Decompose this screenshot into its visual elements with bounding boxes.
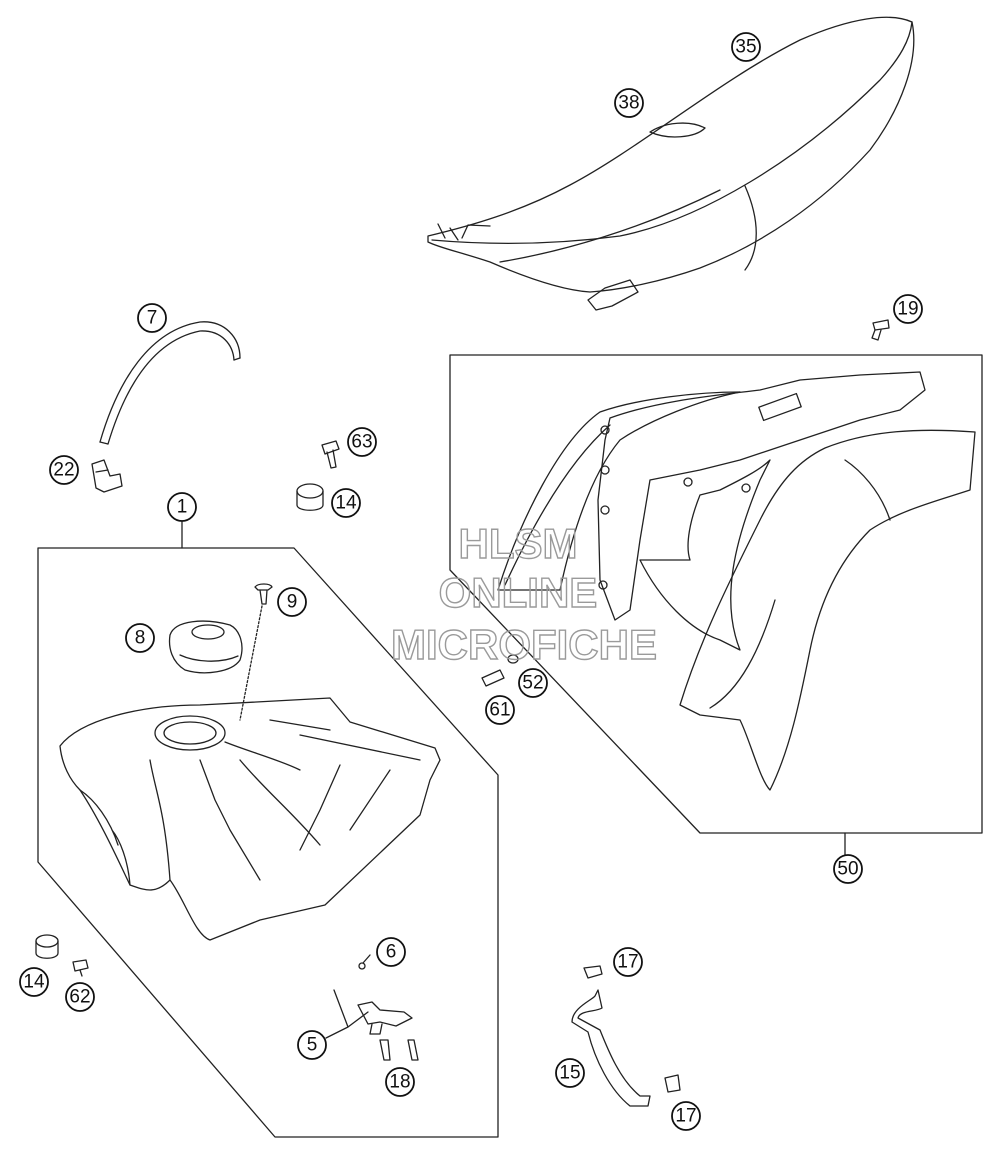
- fuel-tap-drawing: [325, 954, 419, 1061]
- callout-18: 18: [389, 1072, 410, 1093]
- bolt-62-drawing: [72, 959, 89, 977]
- callout-1: 1: [177, 497, 188, 518]
- watermark-line-1: HLSM: [459, 520, 578, 567]
- callout-9: 9: [287, 592, 298, 613]
- callout-52: 52: [522, 673, 543, 694]
- callout-22: 22: [53, 460, 74, 481]
- callout-14-lower: 14: [23, 972, 45, 993]
- bolt-19-drawing: [871, 319, 890, 341]
- callout-6: 6: [386, 942, 397, 963]
- fuel-tank-group-frame: [37, 547, 499, 1138]
- callout-19: 19: [897, 299, 918, 320]
- callout-17-upper: 17: [617, 952, 638, 973]
- callout-38: 38: [618, 93, 639, 114]
- callout-15: 15: [559, 1063, 580, 1084]
- rubber-bushing-lower-drawing: [35, 934, 59, 959]
- watermark: HLSM ONLINE MICROFICHE: [390, 519, 657, 668]
- callout-63: 63: [351, 432, 372, 453]
- callout-8: 8: [135, 628, 146, 649]
- watermark-line-3: MICROFICHE: [391, 621, 657, 668]
- hose-fitting-drawing: [91, 459, 123, 493]
- callout-17-lower: 17: [675, 1106, 696, 1127]
- vent-hose-drawing: [99, 321, 241, 445]
- callout-61: 61: [489, 700, 510, 721]
- callout-14-upper: 14: [335, 493, 357, 514]
- washer-52-drawing: [507, 654, 519, 664]
- callout-5: 5: [307, 1035, 318, 1056]
- shroud-group-frame: [449, 354, 983, 834]
- breather-valve-drawing: [239, 583, 273, 721]
- fuel-tank-drawing: [59, 697, 441, 941]
- bolt-61-drawing: [481, 669, 505, 687]
- rubber-bushing-upper-drawing: [296, 483, 324, 511]
- fuel-line-drawing: [571, 965, 681, 1107]
- fuel-cap-drawing: [168, 620, 243, 674]
- watermark-line-2: ONLINE: [439, 569, 598, 616]
- callout-35: 35: [735, 37, 756, 58]
- callout-62: 62: [69, 987, 90, 1008]
- callout-7: 7: [147, 308, 158, 329]
- radiator-shroud-drawing: [497, 371, 976, 791]
- seat-drawing: [427, 16, 915, 311]
- bolt-63-drawing: [321, 440, 340, 469]
- callout-50: 50: [837, 859, 858, 880]
